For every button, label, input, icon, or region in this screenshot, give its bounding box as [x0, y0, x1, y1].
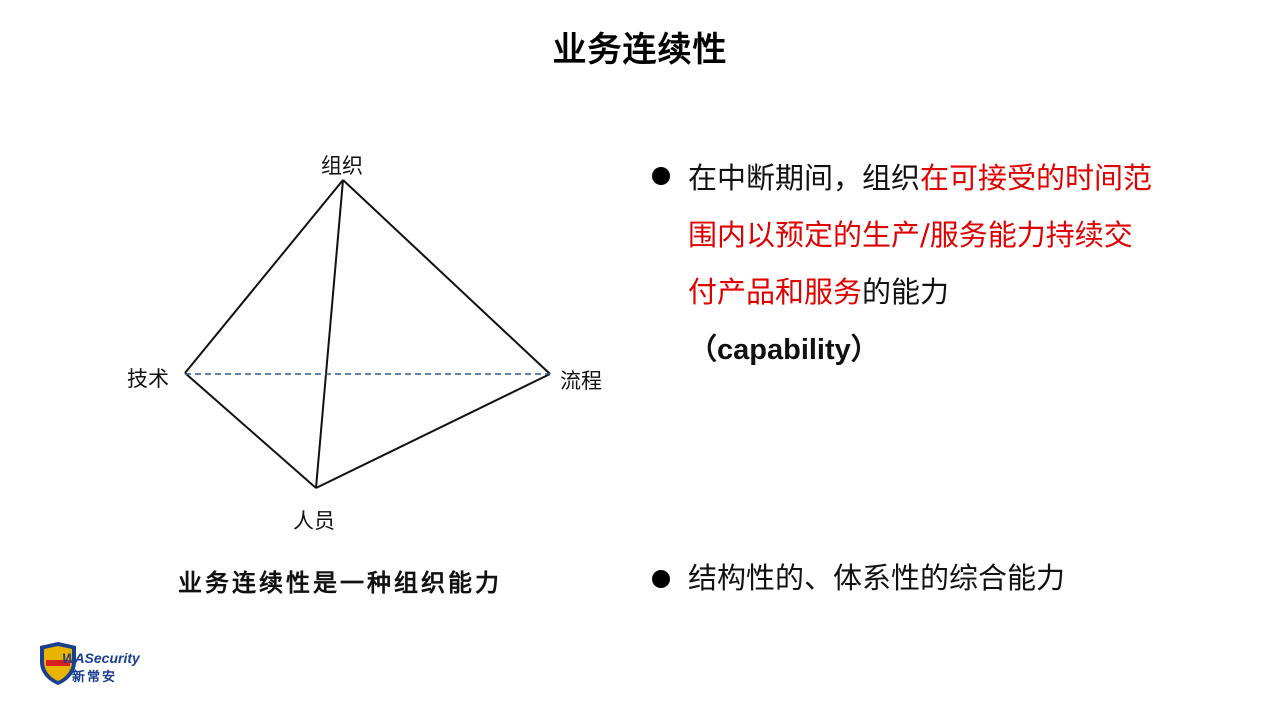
definition-capability: （capability） [688, 334, 880, 366]
slide-title: 业务连续性 [552, 30, 728, 70]
bullet-dot [652, 570, 670, 588]
bullet-dot [652, 167, 670, 185]
edge-top-right [342, 179, 551, 375]
shield-logo-icon [40, 642, 76, 685]
diagram-caption: 业务连续性是一种组织能力 [178, 569, 502, 597]
edge-left-bottom [184, 372, 317, 489]
node-label-organization: 组织 [321, 154, 363, 178]
logo-brand: WASecurity [62, 650, 140, 666]
edge-right-bottom [315, 373, 551, 489]
node-label-technology: 技术 [127, 367, 169, 391]
edge-top-bottom [315, 179, 344, 489]
definition-tail: 的能力 [862, 275, 950, 309]
definition-highlight: 在可接受的时间范围内以预定的生产/服务能力持续交付产品和服务 [688, 161, 1153, 309]
edge-top-left [184, 179, 344, 374]
node-label-people: 人员 [293, 509, 335, 533]
definition-lead: 在中断期间，组织 [688, 161, 921, 195]
definition-text: 在中断期间，组织在可接受的时间范围内以预定的生产/服务能力持续交付产品和服务的能… [688, 150, 1158, 379]
logo-brand-cn: 新常安 [72, 670, 118, 685]
point-structural: 结构性的、体系性的综合能力 [688, 561, 1066, 595]
node-label-process: 流程 [560, 369, 602, 393]
